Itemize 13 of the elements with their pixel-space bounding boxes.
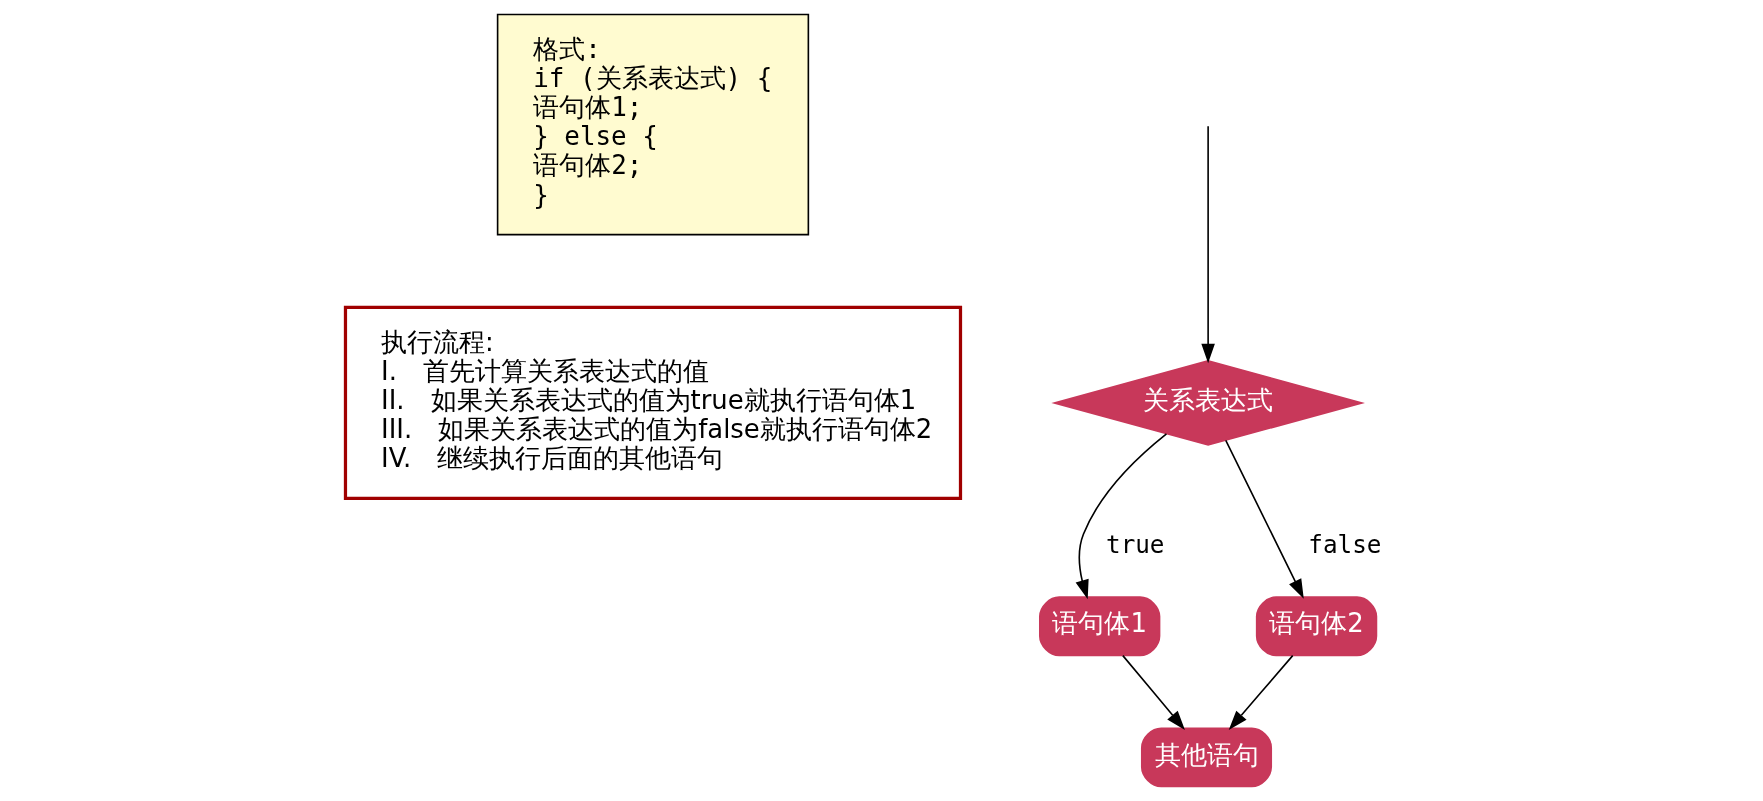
arrow	[1121, 654, 1185, 730]
node-box: 语句体1	[1038, 596, 1160, 657]
arrow	[1224, 439, 1304, 599]
node-diamond: 关系表达式	[1050, 360, 1365, 446]
arrow	[1200, 125, 1215, 364]
node-box: 格式: if (关系表达式) { 语句体1; } else { 语句体2; }	[496, 13, 809, 236]
node-box: 其他语句	[1140, 727, 1272, 788]
edge-label: true	[1105, 530, 1164, 560]
edge-label: false	[1307, 530, 1381, 560]
arrow	[1075, 432, 1167, 600]
arrow	[1228, 654, 1293, 730]
node-box: 执行流程: I. 首先计算关系表达式的值 II. 如果关系表达式的值为true就执行语句体1 III. 如果关系表达式的值为false就执行语句体2 IV. 继续执行后面的其他语句	[343, 305, 962, 501]
node-box: 语句体2	[1255, 596, 1377, 657]
